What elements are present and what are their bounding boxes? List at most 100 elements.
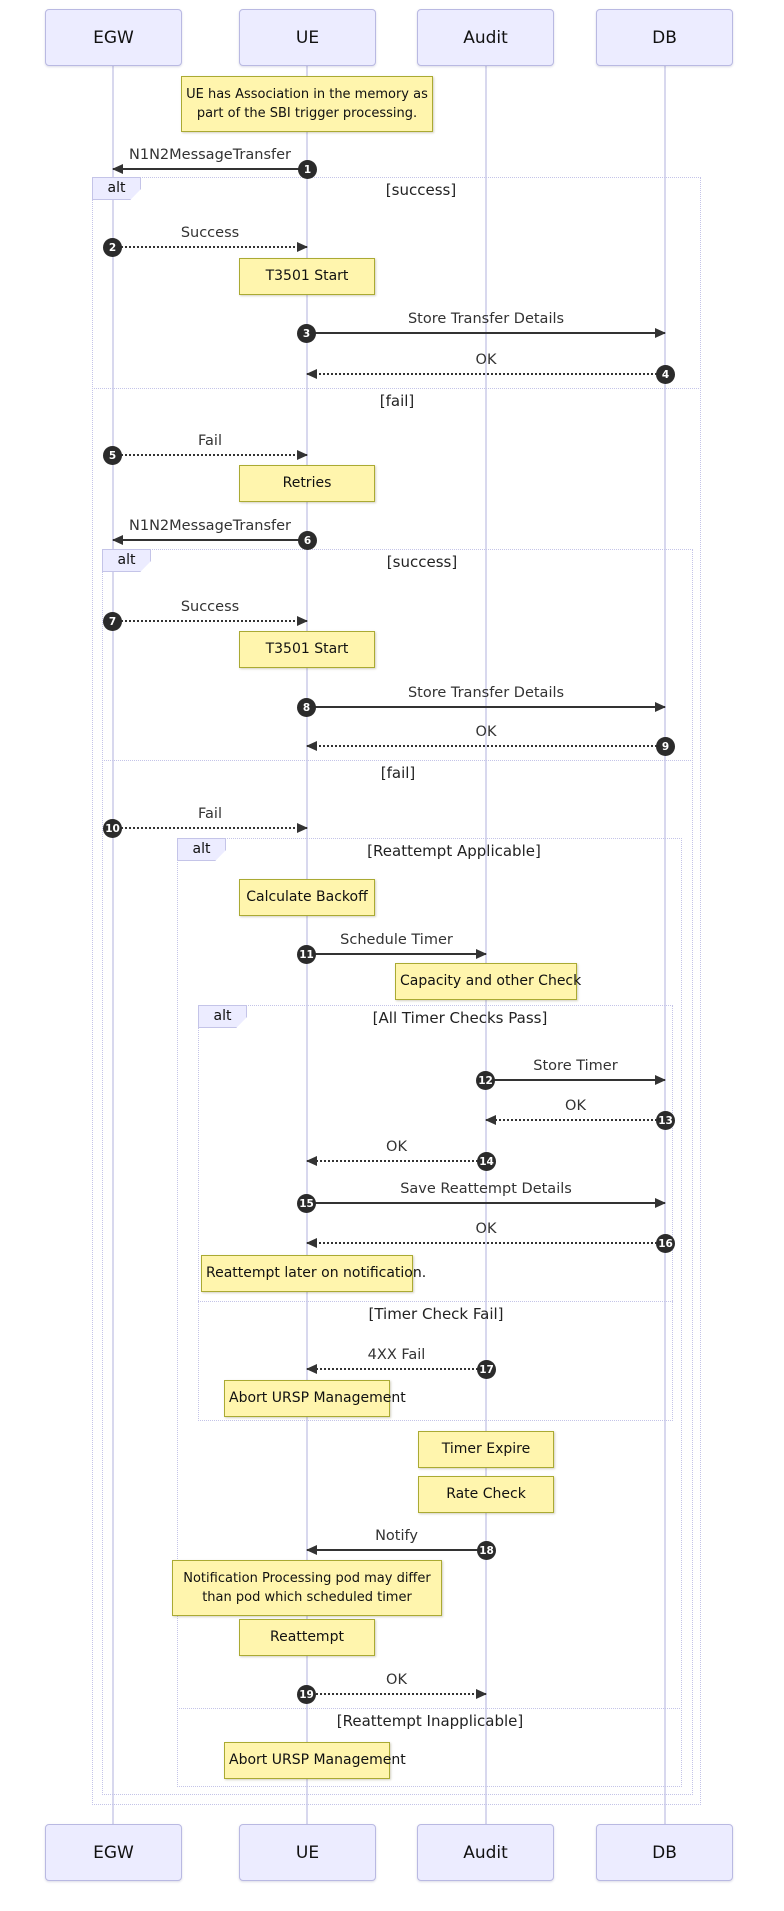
alt-frame-2: alt [102,549,693,1795]
divider-reattempt-inapplicable-label: [Reattempt Inapplicable] [336,1712,524,1730]
message-5-number: 5 [103,446,122,465]
message-9-number: 9 [656,737,675,756]
message-9-arrow [307,745,665,747]
alt-frame-3: alt [177,838,682,1787]
message-1-label: N1N2MessageTransfer [129,147,291,163]
message-12-number: 12 [476,1071,495,1090]
message-7-arrow [113,620,307,622]
message-8-arrow [307,706,665,708]
message-10: Fail 10 [103,803,308,838]
note-calculate-backoff: Calculate Backoff [239,879,375,916]
message-10-arrow [113,827,307,829]
arrowhead-right-icon [297,616,308,626]
divider-fail-2-line [102,760,693,761]
message-17-label: 4XX Fail [367,1347,426,1363]
alt-frame-4-tag: alt [198,1005,247,1028]
note-t3501-start-1: T3501 Start [239,258,375,295]
arrowhead-right-icon [297,450,308,460]
actor-ue-bottom: UE [239,1824,376,1881]
message-7: Success 7 [103,596,308,631]
message-1: N1N2MessageTransfer 1 [112,144,317,179]
note-timer-expire: Timer Expire [418,1431,554,1468]
message-6-number: 6 [298,531,317,550]
message-5-arrow [113,454,307,456]
arrowhead-right-icon [476,1689,487,1699]
message-18-number: 18 [477,1541,496,1560]
message-6-arrow [113,539,307,541]
message-19-arrow [307,1693,486,1695]
divider-timer-check-fail-label: [Timer Check Fail] [368,1305,504,1323]
note-abort-ursp-2: Abort URSP Management [224,1742,406,1779]
message-3-arrow [307,332,665,334]
message-14-arrow [307,1160,486,1162]
message-16-label: OK [475,1221,497,1237]
arrowhead-left-icon [112,164,123,174]
divider-fail-1-label: [fail] [379,392,415,410]
message-11-arrow [307,953,486,955]
message-8-number: 8 [297,698,316,717]
message-5-label: Fail [198,433,222,449]
message-17-number: 17 [477,1360,496,1379]
note-capacity-check: Capacity and other Check [395,963,581,1000]
arrowhead-left-icon [306,1364,317,1374]
actor-egw-bottom: EGW [45,1824,182,1881]
message-3: Store Transfer Details 3 [297,308,666,343]
message-12-label: Store Timer [533,1058,618,1074]
message-15-arrow [307,1202,665,1204]
note-t3501-start-2: T3501 Start [239,631,375,668]
message-14-number: 14 [477,1152,496,1171]
message-3-number: 3 [297,324,316,343]
note-reattempt-later: Reattempt later on notification. [201,1255,426,1292]
message-12-arrow [486,1079,665,1081]
message-1-arrow [113,168,307,170]
message-7-label: Success [180,599,240,615]
message-17: 4XX Fail 17 [306,1344,496,1379]
arrowhead-left-icon [306,369,317,379]
message-16-number: 16 [656,1234,675,1253]
message-13-label: OK [565,1098,586,1114]
note-rate-check: Rate Check [418,1476,554,1513]
message-10-number: 10 [103,819,122,838]
message-9: OK 9 [306,721,675,756]
message-11: Schedule Timer 11 [297,929,487,964]
actor-db-bottom: DB [596,1824,733,1881]
alt-frame-1: alt [92,177,701,1805]
divider-fail-1-line [92,388,701,389]
message-2-label: Success [180,225,240,241]
message-11-label: Schedule Timer [340,932,453,948]
message-6: N1N2MessageTransfer 6 [112,515,317,550]
message-18: Notify 18 [306,1525,496,1560]
message-6-label: N1N2MessageTransfer [129,518,291,534]
message-12: Store Timer 12 [476,1055,666,1090]
lifeline-db [664,66,666,1824]
actor-audit-top: Audit [417,9,554,66]
alt-frame-3-tag: alt [177,838,226,861]
actor-egw-top: EGW [45,9,182,66]
divider-timer-check-fail-line [198,1301,673,1302]
alt-frame-4-condition: [All Timer Checks Pass] [372,1009,548,1027]
actor-audit-bottom: Audit [417,1824,554,1881]
message-2-number: 2 [103,238,122,257]
alt-frame-2-condition: [success] [386,553,458,571]
message-14: OK 14 [306,1136,496,1171]
message-8-label: Store Transfer Details [407,685,565,701]
actor-ue-top: UE [239,9,376,66]
message-11-number: 11 [297,945,316,964]
message-4-arrow [307,373,665,375]
note-abort-ursp-1: Abort URSP Management [224,1380,406,1417]
divider-fail-2-label: [fail] [380,764,416,782]
message-18-arrow [307,1549,486,1551]
arrowhead-left-icon [306,1156,317,1166]
message-13: OK 13 [485,1095,675,1130]
arrowhead-left-icon [485,1115,496,1125]
alt-frame-1-condition: [success] [385,181,457,199]
message-16-arrow [307,1242,665,1244]
message-3-label: Store Transfer Details [407,311,565,327]
arrowhead-right-icon [655,1075,666,1085]
note-retries: Retries [239,465,375,502]
message-15-label: Save Reattempt Details [400,1181,572,1197]
message-4-label: OK [475,352,497,368]
message-13-arrow [486,1119,665,1121]
message-19: OK 19 [297,1669,487,1704]
message-4-number: 4 [656,365,675,384]
